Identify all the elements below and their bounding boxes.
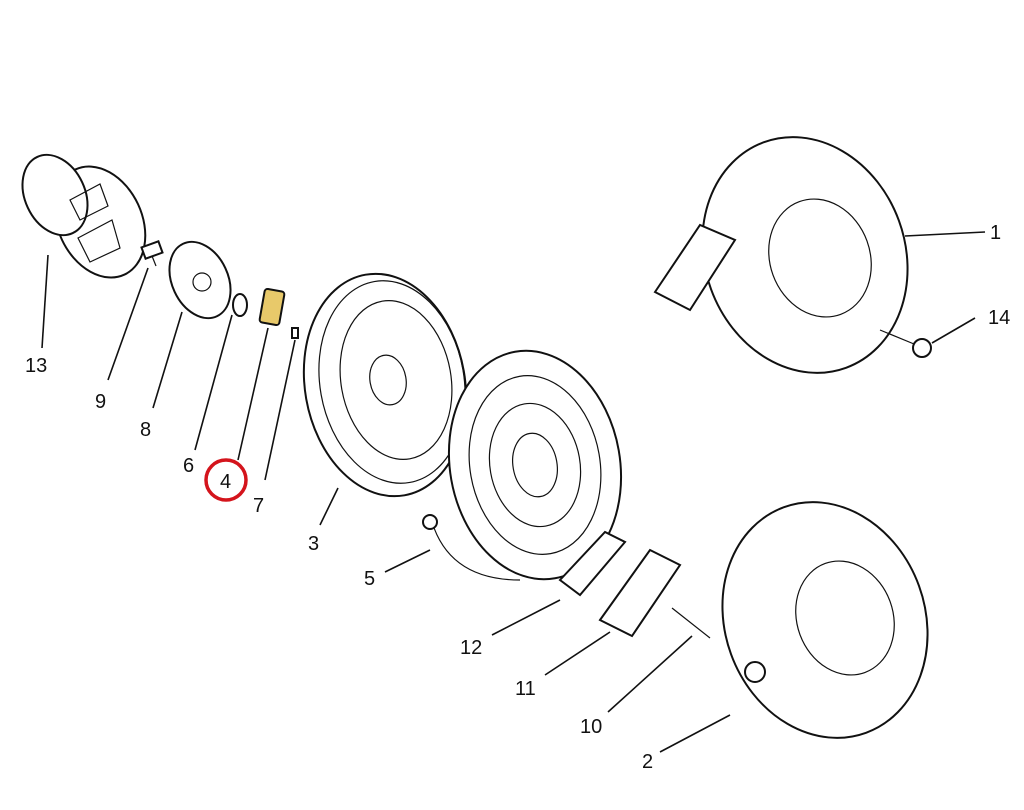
label-14: 14: [988, 307, 1010, 329]
part-11-handle: [598, 548, 682, 638]
part-12-handle-grip: [558, 530, 627, 597]
label-5: 5: [364, 568, 375, 590]
part-14-bolt: [879, 329, 932, 358]
part-9-screw: [140, 240, 164, 267]
label-2: 2: [642, 751, 653, 773]
part-7-spring-pin: [291, 327, 299, 339]
label-3: 3: [308, 533, 319, 555]
label-13: 13: [25, 355, 47, 377]
part-10-bolt: [671, 607, 711, 639]
part-5-recoil-spring: [422, 349, 623, 581]
label-12: 12: [460, 637, 482, 659]
label-6: 6: [183, 455, 194, 477]
part-13-starter-cup: [21, 153, 147, 279]
highlight-circle: [204, 458, 248, 502]
pin-body: [258, 287, 286, 327]
label-9: 9: [95, 391, 106, 413]
label-11: 11: [515, 678, 536, 700]
part-4-pin: [258, 287, 286, 327]
label-8: 8: [140, 419, 151, 441]
part-2-starter-housing: [721, 501, 929, 739]
part-3-pulley: [302, 272, 468, 498]
part-6-ring: [232, 293, 248, 317]
label-7: 7: [253, 495, 264, 517]
label-4: 4: [220, 471, 231, 493]
callout-labels: 1 14 3 4 5 6 7 8 9 10 11 12 13 2: [25, 222, 1010, 773]
leader-lines: [41, 231, 986, 753]
label-1: 1: [990, 222, 1001, 244]
part-8-ratchet-plate: [168, 240, 232, 320]
part-1-starter-housing: [653, 136, 909, 374]
label-10: 10: [580, 716, 602, 738]
